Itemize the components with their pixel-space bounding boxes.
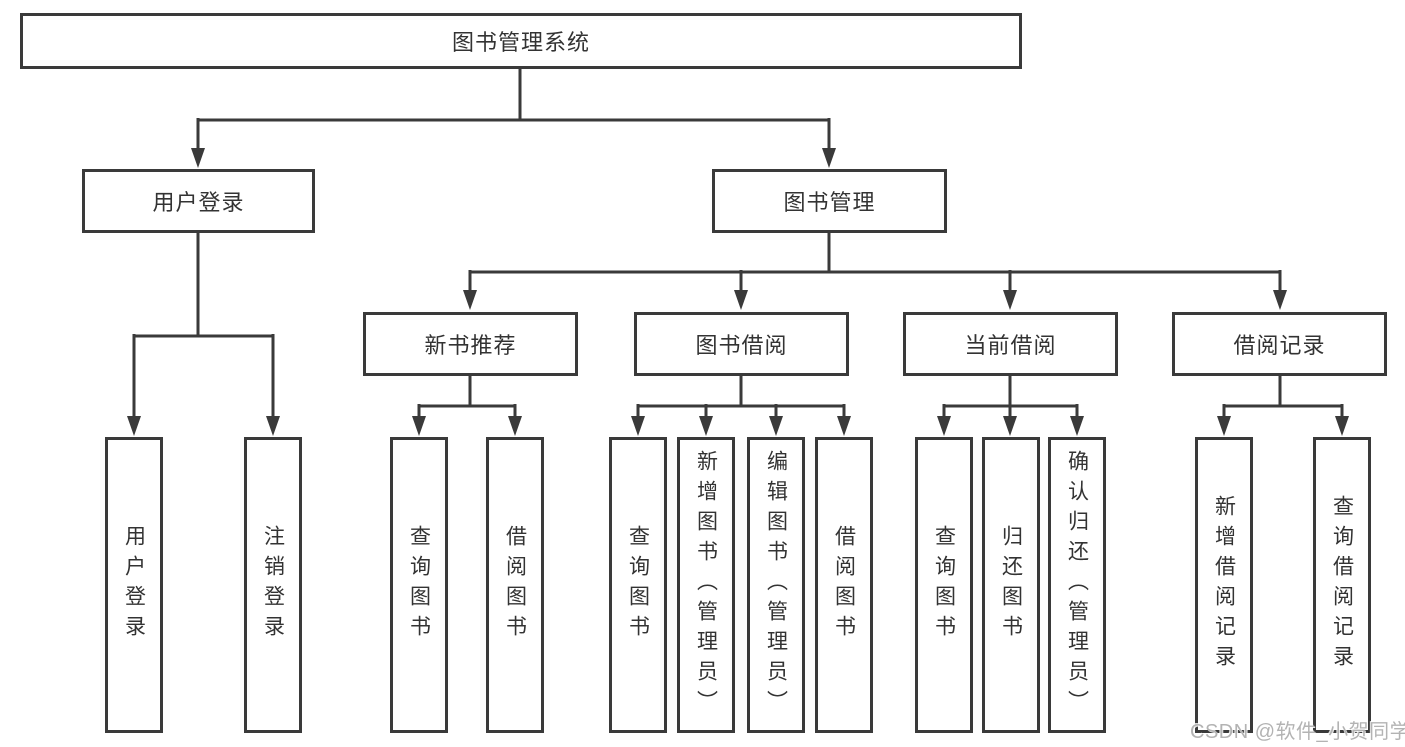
arrowhead [266, 416, 280, 436]
csdn-watermark: CSDN @软件_小贺同学 [1190, 721, 1405, 743]
leaf-add-borrow-record: 新增借阅记录 [1195, 437, 1253, 733]
arrowhead [699, 416, 713, 436]
leaf-query-borrow-record: 查询借阅记录 [1313, 437, 1371, 733]
node-label: 查询图书 [626, 525, 650, 645]
node-book-borrow: 图书借阅 [634, 312, 849, 376]
node-label: 当前借阅 [964, 333, 1057, 358]
edge-userlogin-to-leaves [132, 232, 275, 419]
arrowheads [127, 148, 1349, 436]
node-label: 借阅图书 [832, 525, 856, 645]
node-label: 编辑图书（管理员） [764, 450, 788, 720]
arrowhead [1217, 416, 1231, 436]
arrowhead [631, 416, 645, 436]
node-label: 图书借阅 [695, 333, 788, 358]
leaf-user-login: 用户登录 [105, 437, 163, 733]
node-label: 借阅记录 [1233, 333, 1326, 358]
arrowhead [937, 416, 951, 436]
leaf-query-books-current: 查询图书 [915, 437, 973, 733]
arrowhead [191, 148, 205, 168]
arrowhead [127, 416, 141, 436]
node-label: 新增图书（管理员） [694, 450, 718, 720]
arrowhead [822, 148, 836, 168]
leaf-query-books-borrow: 查询图书 [609, 437, 667, 733]
node-label: 用户登录 [122, 525, 146, 645]
node-label: 注销登录 [261, 525, 285, 645]
node-label: 查询图书 [932, 525, 956, 645]
arrowhead [734, 290, 748, 310]
node-label: 图书管理 [783, 190, 876, 215]
node-label: 查询借阅记录 [1330, 495, 1354, 675]
arrowhead [412, 416, 426, 436]
arrowhead [508, 416, 522, 436]
node-label: 用户登录 [152, 190, 245, 215]
node-borrow-records: 借阅记录 [1172, 312, 1387, 376]
leaf-borrow-books: 借阅图书 [815, 437, 873, 733]
arrowhead [463, 290, 477, 310]
node-current-borrow: 当前借阅 [903, 312, 1118, 376]
node-label: 新增借阅记录 [1212, 495, 1236, 675]
node-user-login: 用户登录 [82, 169, 315, 233]
leaf-logout: 注销登录 [244, 437, 302, 733]
arrowhead [1003, 416, 1017, 436]
node-book-management: 图书管理 [712, 169, 947, 233]
node-label: 确认归还（管理员） [1065, 450, 1089, 720]
arrowhead [1070, 416, 1084, 436]
edge-currentborrow-to-leaves [942, 375, 1079, 419]
leaf-query-books-recommend: 查询图书 [390, 437, 448, 733]
node-label: 新书推荐 [424, 333, 517, 358]
node-label: 借阅图书 [503, 525, 527, 645]
arrowhead [1003, 290, 1017, 310]
node-library-management-system: 图书管理系统 [20, 13, 1022, 69]
node-new-book-recommend: 新书推荐 [363, 312, 578, 376]
node-label: 查询图书 [407, 525, 431, 645]
edge-borrowrecords-to-leaves [1222, 375, 1344, 419]
leaf-borrow-books-recommend: 借阅图书 [486, 437, 544, 733]
node-label: 图书管理系统 [451, 30, 590, 55]
arrowhead [769, 416, 783, 436]
leaf-add-books-admin: 新增图书（管理员） [677, 437, 735, 733]
leaf-return-books: 归还图书 [982, 437, 1040, 733]
node-label: 归还图书 [999, 525, 1023, 645]
leaf-confirm-return-admin: 确认归还（管理员） [1048, 437, 1106, 733]
arrowhead [837, 416, 851, 436]
edge-root-to-level2 [196, 67, 831, 151]
edge-bookmgmt-to-level3 [468, 232, 1282, 293]
edge-newbook-to-leaves [417, 375, 517, 419]
edge-bookborrow-to-leaves [636, 375, 846, 419]
arrowhead [1273, 290, 1287, 310]
leaf-edit-books-admin: 编辑图书（管理员） [747, 437, 805, 733]
arrowhead [1335, 416, 1349, 436]
